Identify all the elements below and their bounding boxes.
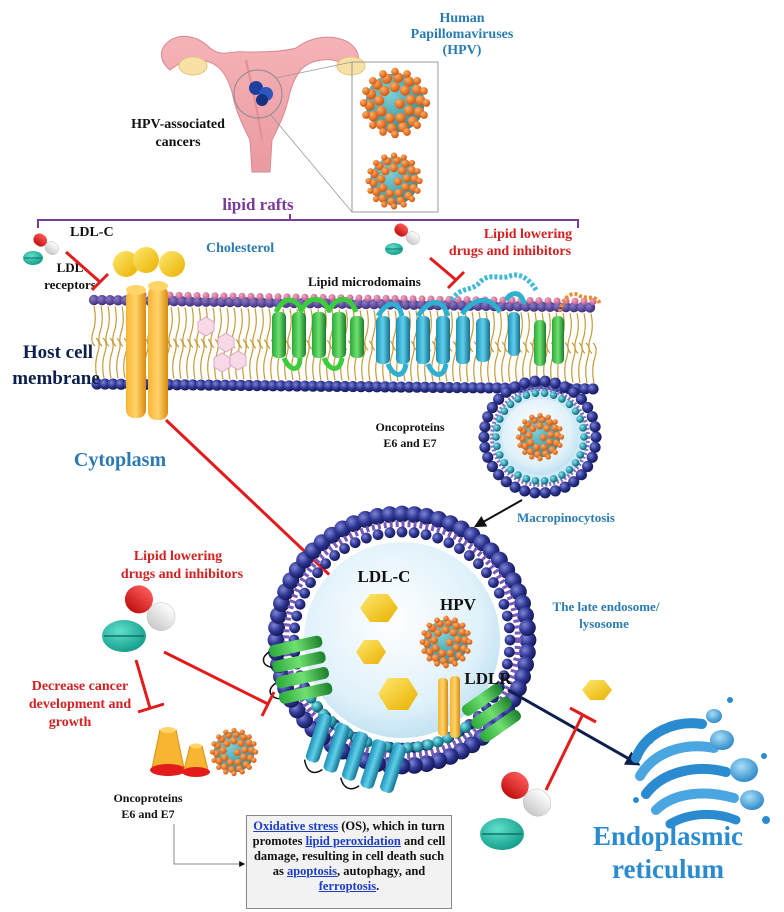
oncoproteins-low-line2: E6 and E7	[121, 807, 174, 821]
link-oxidative-stress[interactable]: Oxidative stress	[253, 819, 339, 833]
pill-capsule-icon	[480, 771, 552, 850]
macropinocytosis-label: Macropinocytosis	[517, 510, 615, 525]
membrane-cholesterol	[197, 316, 247, 373]
decrease-line3: growth	[49, 715, 92, 730]
inhibition-line	[65, 250, 110, 292]
inhibition-line	[429, 256, 466, 290]
hpv-title-line3: (HPV)	[443, 43, 482, 58]
lipid-rafts-label: lipid rafts	[222, 195, 294, 214]
os-text-4: .	[376, 879, 380, 893]
hpv-cancers-line1: HPV-associated	[131, 117, 225, 132]
cholesterol-free	[582, 680, 612, 700]
ldl-uptake-arrow	[164, 418, 359, 603]
lipid-microdomains-label: Lipid microdomains	[308, 274, 421, 289]
er-label-line2: reticulum	[612, 854, 724, 884]
os-connector-arrow	[173, 824, 246, 867]
link-lipid-peroxidation[interactable]: lipid peroxidation	[305, 834, 401, 848]
lipid-microdomain-chains	[449, 272, 602, 366]
hpv-title-line2: Papillomaviruses	[411, 27, 514, 42]
ldl-receptors-line1: LDL	[57, 260, 84, 275]
hpv-endosome-label: HPV	[440, 595, 477, 614]
hpv-virion-large	[359, 67, 431, 139]
oncoprotein-e7-icon	[182, 743, 210, 777]
hpv-cancers-line2: cancers	[155, 135, 201, 150]
endosome-cyan-protein	[303, 713, 407, 794]
oncoproteins-low-line1: Oncoproteins	[113, 791, 182, 805]
oncoproteins-mid-line2: E6 and E7	[383, 436, 436, 450]
hpv-virion-in-vesicle	[515, 412, 565, 462]
late-endosome-line2: lysosome	[579, 616, 629, 631]
host-cell-membrane-line1: Host cell	[23, 342, 93, 363]
oncoprotein-e6-icon	[150, 727, 186, 776]
lipid-lowering-top-line1: Lipid lowering	[484, 227, 572, 242]
endosome-cholesterol	[356, 594, 418, 710]
green-membrane-protein	[272, 296, 364, 371]
hpv-virion-in-endosome	[419, 615, 473, 669]
os-text-3: , autophagy, and	[337, 864, 426, 878]
hpv-title-line1: Human	[439, 11, 484, 26]
link-apoptosis[interactable]: apoptosis	[286, 864, 338, 878]
endosome-green-protein-right	[461, 683, 521, 743]
hpv-virion-lower	[209, 727, 259, 777]
ldlr-label: LDLR	[464, 669, 512, 688]
decrease-line1: Decrease cancer	[32, 679, 129, 694]
endosome-green-protein	[262, 635, 333, 704]
ldl-receptors-line2: receptors	[44, 277, 96, 292]
ldlc-endosome-label: LDL-C	[358, 567, 411, 586]
macropinocytosis-arrow	[473, 499, 523, 528]
inhibition-line	[163, 650, 276, 717]
lipid-rafts-bracket	[37, 214, 579, 228]
lipid-lowering-mid-line2: drugs and inhibitors	[121, 567, 244, 582]
pill-capsule-icon	[385, 223, 420, 255]
ldlr-receptor	[438, 676, 460, 738]
late-endosome-line1: The late endosome/	[553, 599, 660, 614]
os-text-2: and cell damage, resulting in cell death…	[253, 834, 446, 878]
cytoplasm-label: Cytoplasm	[74, 449, 167, 471]
link-ferroptosis[interactable]: ferroptosis	[318, 879, 377, 893]
er-transport-arrow	[507, 688, 641, 766]
pill-capsule-icon	[102, 585, 176, 652]
er-label-line1: Endoplasmic	[593, 821, 743, 851]
cholesterol-molecules	[112, 247, 185, 277]
host-cell-membrane-line2: membrane	[12, 368, 100, 389]
pill-capsule-icon	[23, 233, 59, 265]
inhibition-line	[134, 659, 165, 714]
uterus-illustration	[161, 35, 439, 213]
oncoproteins-mid-line1: Oncoproteins	[375, 420, 444, 434]
inhibition-line	[544, 706, 597, 791]
endoplasmic-reticulum-icon	[631, 697, 770, 829]
ldl-receptor	[126, 281, 168, 420]
cyan-membrane-protein	[375, 297, 503, 377]
lipid-lowering-mid-line1: Lipid lowering	[134, 549, 222, 564]
os-text-1: (OS), which in turn promotes	[252, 819, 445, 848]
cholesterol-label: Cholesterol	[206, 241, 274, 256]
oxidative-stress-box: Oxidative stress (OS), which in turn pro…	[246, 815, 452, 909]
decrease-line2: development and	[29, 697, 132, 712]
ldlc-top-label: LDL-C	[70, 225, 114, 240]
lipid-lowering-top-line2: drugs and inhibitors	[449, 244, 572, 259]
hpv-virion-small	[365, 152, 423, 210]
